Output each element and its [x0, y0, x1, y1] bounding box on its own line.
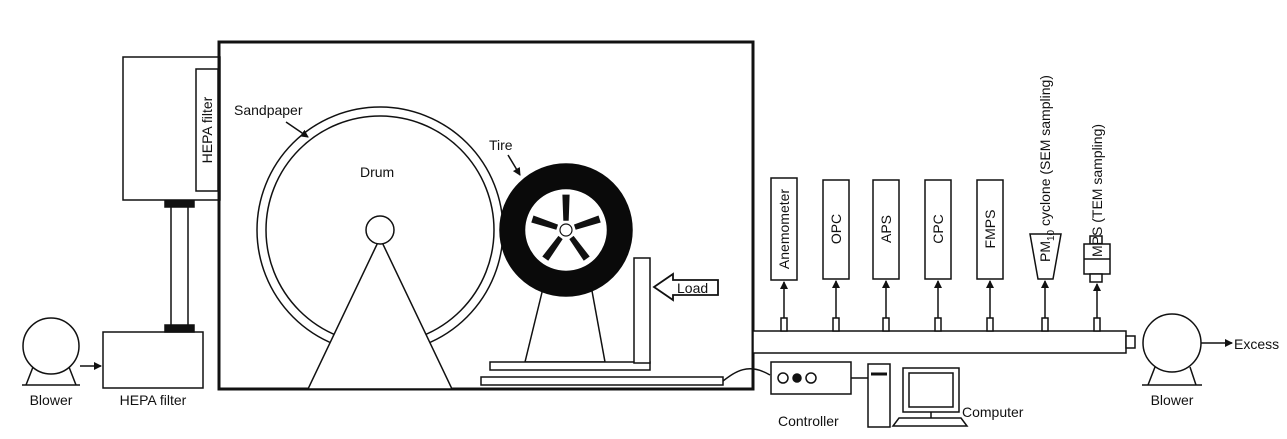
cpc-box: [924, 179, 952, 280]
mps-bottom-cap: [1089, 273, 1103, 283]
drum-label: Drum: [360, 164, 394, 180]
duct-bottom-flange: [164, 324, 195, 333]
opc-sampling-port: [832, 317, 840, 332]
tire-pointer-arrow: [507, 154, 521, 176]
blower-left-leg-left: [25, 366, 34, 386]
hepa-filter-bottom-box: [102, 331, 204, 389]
computer-label: Computer: [962, 404, 1024, 420]
mps-sampler-shape: [1083, 235, 1111, 283]
duct-top-flange: [164, 199, 195, 208]
tire-stand-leg-left: [524, 279, 546, 363]
tire-spoke: [573, 215, 601, 230]
sandpaper-label: Sandpaper: [234, 102, 303, 118]
blower-right: [1142, 313, 1202, 386]
tire-spoke: [562, 194, 570, 221]
drum-axle: [365, 215, 395, 245]
controller-cable: [722, 368, 771, 382]
controller-knob-1: [777, 372, 789, 384]
load-arrow: [652, 272, 719, 302]
blower-left-housing: [22, 317, 80, 375]
main-chamber: [217, 40, 755, 391]
blower-right-leg-right: [1189, 366, 1197, 386]
blower-right-label: Blower: [1151, 392, 1194, 408]
tire: [499, 163, 633, 297]
sandpaper-pointer-arrow: [285, 121, 309, 138]
floor-platform: [480, 376, 724, 386]
sampling-ports: [780, 280, 1101, 332]
pm10-subscript: 10: [1046, 229, 1057, 241]
controller-knob-3: [805, 372, 817, 384]
pm10-cyclone-label: PM10 cyclone (SEM sampling): [1037, 75, 1057, 262]
fmps-box: [976, 179, 1004, 280]
vertical-duct: [164, 199, 195, 333]
anemometer-sampling-port: [780, 317, 788, 332]
blower-right-housing: [1142, 313, 1202, 373]
sampling-tunnel: [752, 330, 1127, 354]
drum-stand: [306, 236, 454, 390]
fmps-label: FMPS: [982, 210, 998, 249]
blower-left-leg-right: [68, 366, 77, 386]
tire-spoke: [531, 215, 559, 230]
aps-label: APS: [878, 215, 894, 243]
mps-sampling-port: [1093, 317, 1101, 332]
tire-spokes: [531, 194, 601, 261]
computer: [867, 363, 969, 428]
fmps-sampling-port: [986, 317, 994, 332]
pm10-sampling-port: [1041, 317, 1049, 332]
controller-knob-2: [792, 373, 802, 383]
computer-screen: [908, 372, 954, 408]
anemometer-box: [770, 177, 798, 281]
computer-keyboard: [891, 417, 969, 427]
cpc-label: CPC: [930, 214, 946, 244]
blower-left-label: Blower: [30, 392, 73, 408]
controller-label: Controller: [778, 413, 839, 429]
drum-assembly: [256, 106, 504, 390]
cpc-sampling-port: [934, 317, 942, 332]
tire-spoke: [542, 235, 563, 261]
computer-tower: [867, 363, 891, 428]
load-label: Load: [677, 280, 708, 296]
aps-sampling-port: [882, 317, 890, 332]
pm10-cyclone-shape: [1029, 233, 1062, 280]
hepa-filter-bottom-label: HEPA filter: [120, 392, 187, 408]
aps-box: [872, 179, 900, 280]
anemometer-label: Anemometer: [776, 189, 792, 269]
mps-label: MPS (TEM sampling): [1089, 124, 1105, 257]
controller: [770, 361, 868, 395]
tire-base-plate: [489, 361, 651, 371]
tire-hub: [559, 223, 573, 237]
blower-left: [22, 317, 80, 386]
excess-label: Excess: [1234, 336, 1279, 352]
tire-label: Tire: [489, 137, 513, 153]
tire-stand-leg-right: [589, 279, 606, 363]
load-frame-post: [633, 257, 651, 364]
pm10-prefix: PM: [1037, 241, 1053, 262]
hepa-filter-top-label: HEPA filter: [199, 96, 215, 163]
tire-spoke: [569, 235, 590, 261]
opc-label: OPC: [828, 214, 844, 244]
blower-right-leg-left: [1147, 366, 1156, 386]
opc-box: [822, 179, 850, 280]
tunnel-end-flange: [1125, 335, 1136, 349]
instrument-boxes: [770, 177, 1111, 283]
pm10-suffix: cyclone (SEM sampling): [1037, 75, 1053, 230]
